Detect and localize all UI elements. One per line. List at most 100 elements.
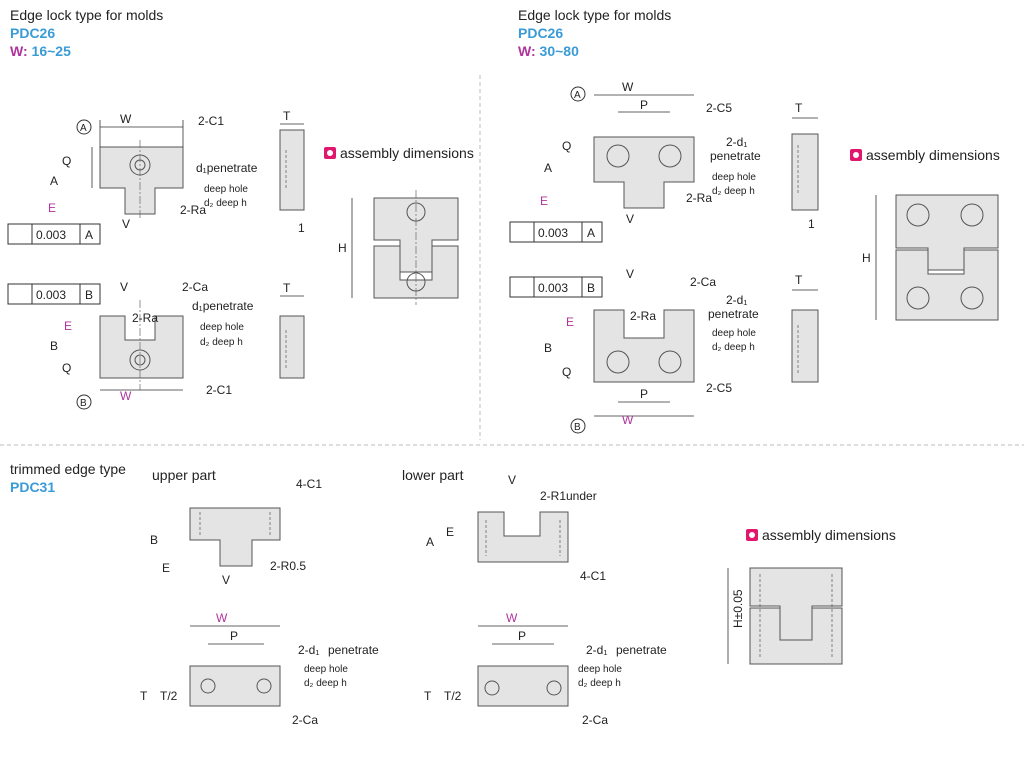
datum-circle-a-r: A [574, 90, 581, 101]
dim-4c1-lp: 4-C1 [580, 569, 606, 583]
dim-t-r2: T [795, 273, 803, 287]
lower-part-front: V 2-R1under 4-C1 A E [426, 473, 606, 583]
dim-w: W [120, 112, 132, 126]
left-lower-block: W 2-C1 2-Ca 2-Ra V d₁penetrate deep hole… [7, 280, 254, 410]
dim-d2deep-r2: d₂ deep h [712, 342, 755, 353]
right-lower-block: P W 2-C5 2-Ca 2-d₁ penetrate deep hole d… [509, 267, 759, 434]
dim-a-lp: A [426, 535, 434, 549]
marker-icon [746, 529, 758, 541]
dim-deephole-r2: deep hole [712, 328, 756, 339]
dim-t-lpb: T [424, 689, 432, 703]
dim-penetrate-lpb: penetrate [616, 643, 667, 657]
dim-a: A [50, 174, 58, 188]
w-label: W [10, 43, 23, 59]
assembly-dimensions-right: assembly dimensions [850, 146, 1000, 164]
dim-v: V [122, 217, 130, 231]
dim-1-r: 1 [808, 217, 815, 231]
dim-d2deep: d₂ deep h [204, 198, 247, 209]
tolerance-value-rb: 0.003 [538, 281, 568, 295]
dim-p-r-lower: P [640, 387, 648, 401]
left-assembly: H [338, 190, 459, 305]
marker-icon [850, 149, 862, 161]
dim-e-r: E [540, 194, 548, 208]
dim-t-bot: T [140, 689, 148, 703]
dim-2d1: 2-d₁ [726, 135, 747, 149]
dim-b-r: B [544, 341, 552, 355]
dim-deephole-r: deep hole [712, 172, 756, 183]
dim-p-r: P [640, 98, 648, 112]
width-range-right: W: 30~80 [518, 43, 579, 59]
right-upper-block: W P 2-C5 2-d₁ penetrate deep hole d₂ dee… [509, 80, 761, 243]
section-title-right: Edge lock type for molds [518, 7, 672, 23]
w-value: 30~80 [539, 43, 579, 59]
datum-circle-b: B [80, 398, 87, 409]
tolerance-value-b: 0.003 [36, 288, 66, 302]
dim-p-bot: P [230, 629, 238, 643]
dim-2d1-lower: 2-d₁ [726, 293, 747, 307]
datum-circle-a: A [80, 123, 87, 134]
product-code-left: PDC26 [10, 25, 56, 41]
tolerance-datum-r: A [587, 226, 595, 240]
dim-w-r-lower: W [622, 413, 634, 427]
dim-d2deep-lower: d₂ deep h [200, 337, 243, 348]
left-upper-side: T 1 [279, 109, 305, 235]
dim-e-lp: E [446, 525, 454, 539]
product-code-bottom: PDC31 [10, 479, 56, 495]
tolerance-datum-rb: B [587, 281, 595, 295]
dim-q-r2: Q [562, 365, 571, 379]
dim-t: T [283, 109, 291, 123]
assembly-dimensions-bottom: assembly dimensions [746, 526, 896, 544]
dim-penetrate-bot: penetrate [328, 643, 379, 657]
dim-deephole-bot: deep hole [304, 664, 348, 675]
marker-icon [324, 147, 336, 159]
dim-q-lower: Q [62, 361, 71, 375]
dim-2c1-lower: 2-C1 [206, 383, 232, 397]
dim-d2deep-bot: d₂ deep h [304, 678, 347, 689]
dim-2c5-lower: 2-C5 [706, 381, 732, 395]
dim-p-lpb: P [518, 629, 526, 643]
w-value: 16~25 [31, 43, 71, 59]
dim-deephole-lpb: deep hole [578, 664, 622, 675]
upper-part-front: 4-C1 2-R0.5 V B E [150, 477, 322, 587]
dim-b: B [50, 339, 58, 353]
right-upper-side: T 1 [791, 101, 819, 231]
bottom-assembly: H±0.05 [727, 567, 843, 665]
section-title-bottom: trimmed edge type [10, 461, 126, 477]
upper-part-label: upper part [152, 467, 216, 483]
right-lower-side: T [791, 273, 819, 383]
dim-w-lower: W [120, 389, 132, 403]
dim-d1pen-lower: d₁penetrate [192, 299, 254, 313]
dim-2c1: 2-C1 [198, 114, 224, 128]
dim-2ca: 2-Ca [182, 280, 208, 294]
section-title-left: Edge lock type for molds [10, 7, 164, 23]
dim-1: 1 [298, 221, 305, 235]
dim-deephole: deep hole [204, 184, 248, 195]
dim-2ca-r: 2-Ca [690, 275, 716, 289]
dim-2d1-lpb: 2-d₁ [586, 643, 607, 657]
tolerance-datum: A [85, 228, 93, 242]
dim-hpm: H±0.05 [731, 589, 745, 628]
dim-e-bot: E [162, 561, 170, 575]
dim-2ca-bot: 2-Ca [292, 713, 318, 727]
dim-t-lower: T [283, 281, 291, 295]
dim-penetrate-lower: penetrate [708, 307, 759, 321]
dim-2ra-r: 2-Ra [686, 191, 712, 205]
tolerance-datum-b: B [85, 288, 93, 302]
dim-e-r2: E [566, 315, 574, 329]
dim-v-lp: V [508, 473, 516, 487]
dim-t-r: T [795, 101, 803, 115]
dim-w-bot: W [216, 611, 228, 625]
dim-v-lower: V [120, 280, 128, 294]
dim-q-r: Q [562, 139, 571, 153]
lower-part-bottom: W P 2-d₁ penetrate deep hole d₂ deep h 2… [424, 611, 667, 727]
upper-part-bottom: W P 2-d₁ penetrate deep hole d₂ deep h 2… [140, 611, 379, 727]
dim-a-r: A [544, 161, 552, 175]
dim-2ca-lpb: 2-Ca [582, 713, 608, 727]
dim-w-r: W [622, 80, 634, 94]
dim-penetrate: penetrate [710, 149, 761, 163]
dim-q: Q [62, 154, 71, 168]
dim-d2deep-lpb: d₂ deep h [578, 678, 621, 689]
w-label: W [518, 43, 531, 59]
